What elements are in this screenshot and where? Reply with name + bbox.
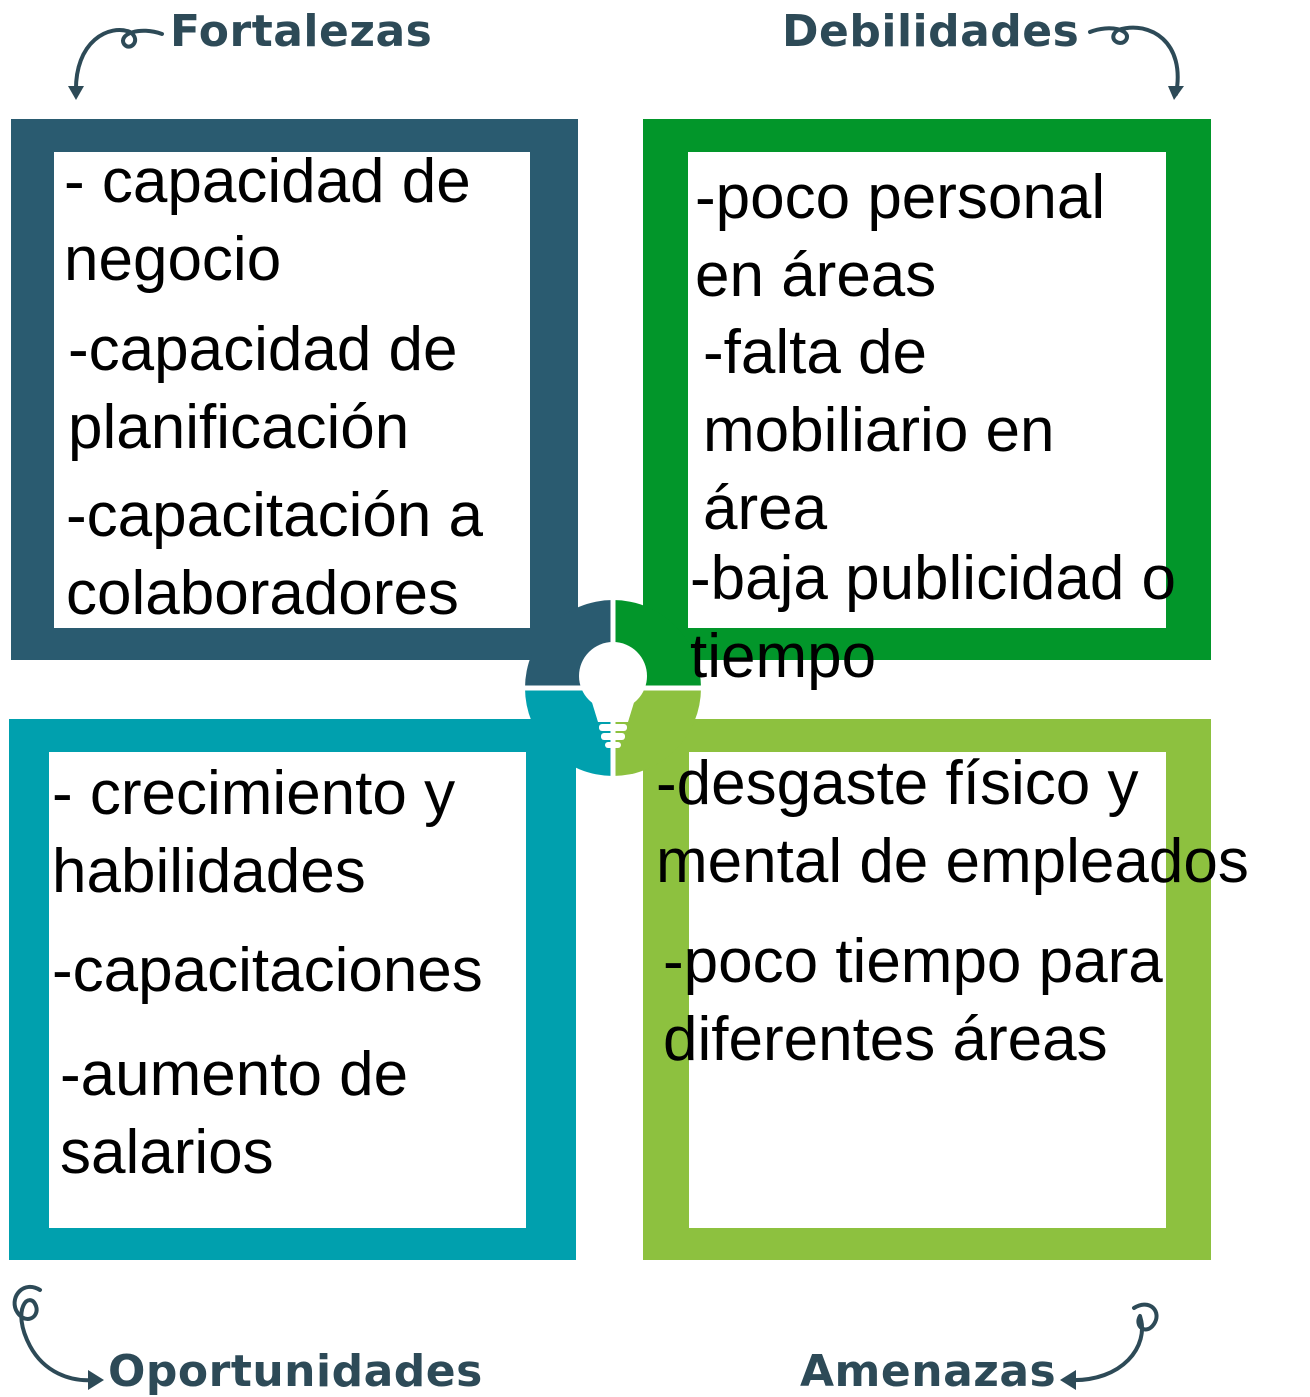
curly-arrow-icon-opportunities: [12, 1284, 96, 1383]
opportunities-item-2: -capacitaciones: [52, 936, 483, 1005]
weaknesses-panel: [688, 152, 1166, 628]
strengths-title: Fortalezas: [170, 6, 433, 57]
opportunities-item-3: -aumento de salarios: [60, 1040, 409, 1187]
threats-panel: [689, 752, 1166, 1228]
threats-title: Amenazas: [800, 1346, 1057, 1397]
opportunities-panel: [49, 752, 526, 1228]
threats-item-1: -desgaste físico y mental de empleados: [656, 749, 1249, 896]
weaknesses-item-2: -falta de mobiliario en área: [703, 318, 1055, 543]
lightbulb-icon: [579, 642, 647, 748]
strengths-panel: [54, 152, 530, 628]
threats-item-2: -poco tiempo para diferentes áreas: [663, 927, 1163, 1074]
strengths-item-2: -capacidad de planificación: [68, 315, 458, 462]
curly-arrow-icon-strengths: [73, 28, 164, 96]
arrowhead-threats: [1060, 1370, 1076, 1390]
strengths-item-1: - capacidad de negocio: [64, 147, 471, 294]
curly-arrow-icon-threats: [1068, 1302, 1159, 1383]
curly-arrow-icon-weaknesses: [1088, 25, 1180, 96]
weaknesses-title: Debilidades: [782, 6, 1080, 57]
arrowhead-opportunities: [88, 1370, 104, 1390]
opportunities-title: Oportunidades: [108, 1346, 483, 1397]
arrowhead-strengths: [68, 86, 84, 100]
arrowhead-weaknesses: [1168, 86, 1184, 100]
opportunities-item-1: - crecimiento y habilidades: [52, 759, 456, 906]
strengths-item-3: -capacitación a colaboradores: [66, 481, 484, 628]
weaknesses-item-3: -baja publicidad o tiempo: [690, 544, 1177, 691]
weaknesses-item-1: -poco personal en áreas: [695, 163, 1106, 310]
